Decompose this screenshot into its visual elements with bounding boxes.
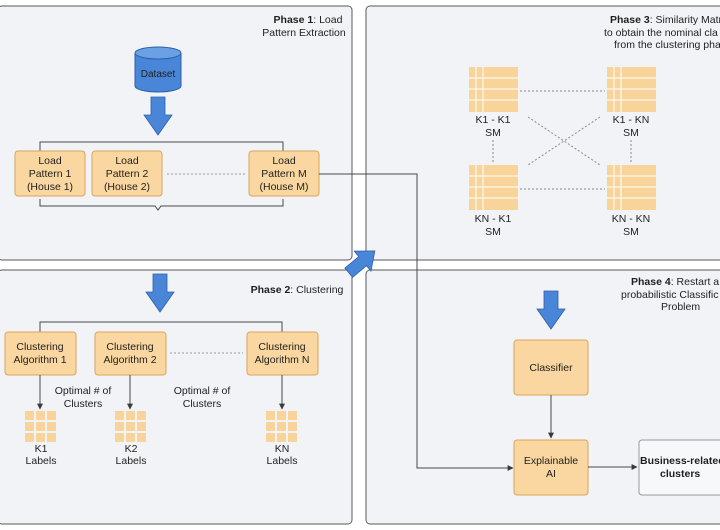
load-pattern-2-box: [91, 150, 163, 197]
dataset-database-icon: [134, 46, 182, 93]
phase1-title-rest: : Load: [313, 14, 342, 26]
phase4-down-arrow-icon: [536, 290, 566, 330]
phase4-title-bold: Phase 4: [631, 276, 671, 288]
phase4-title-rest: : Restart a: [671, 276, 720, 288]
sm-connectors: [492, 90, 632, 190]
phase3-title-bold: Phase 3: [610, 14, 650, 26]
load-pattern-1-box: [14, 150, 86, 197]
load-pattern-top-bracket: [39, 141, 284, 151]
phase4-subtitle-2: Problem: [661, 301, 700, 313]
phase2-title-rest: : Clustering: [290, 284, 343, 296]
dataset-label: Dataset: [141, 69, 176, 80]
phase1-panel: [0, 5, 353, 261]
phase2-title-bold: Phase 2: [251, 284, 291, 296]
clustering-top-bracket: [39, 321, 283, 332]
phase3-subtitle-2: from the clustering pha: [614, 39, 720, 51]
k2-labels-grid-icon: [115, 411, 146, 442]
phase2-title: Phase 2: Clustering: [251, 284, 344, 296]
phase4-title: Phase 4: Restart a: [631, 276, 719, 288]
phase2-panel: [0, 269, 353, 525]
phase1-title: Phase 1: Load: [274, 14, 343, 26]
phase2-to-phase3-arrow-icon: [344, 250, 376, 278]
phase1-subtitle: Pattern Extraction: [262, 27, 346, 39]
phase3-title: Phase 3: Similarity Matri: [610, 14, 720, 26]
k1-labels-grid-icon: [25, 411, 56, 442]
kn-labels-grid-icon: [266, 411, 297, 442]
phase3-title-rest: : Similarity Matri: [650, 14, 720, 26]
phase2-down-arrow-icon: [145, 273, 175, 313]
phase3-subtitle-1: to obtain the nominal cla: [604, 27, 718, 39]
phase1-title-bold: Phase 1: [274, 14, 314, 26]
sm-kn-k1-grid-icon: [469, 165, 518, 210]
sm-kn-kn-grid-icon: [607, 165, 656, 210]
sm-k1-kn-grid-icon: [607, 67, 656, 112]
phase1-down-arrow-icon: [143, 96, 173, 136]
sm-k1-k1-grid-icon: [469, 67, 518, 112]
phase4-panel: [365, 269, 720, 525]
business-clusters-box: [638, 439, 720, 496]
connector-to-explainable-ai: [319, 173, 514, 471]
phase4-subtitle-1: probabilistic Classific: [621, 289, 718, 301]
load-pattern-bottom-brace: [39, 199, 284, 211]
classifier-label: Classifier: [529, 362, 573, 374]
